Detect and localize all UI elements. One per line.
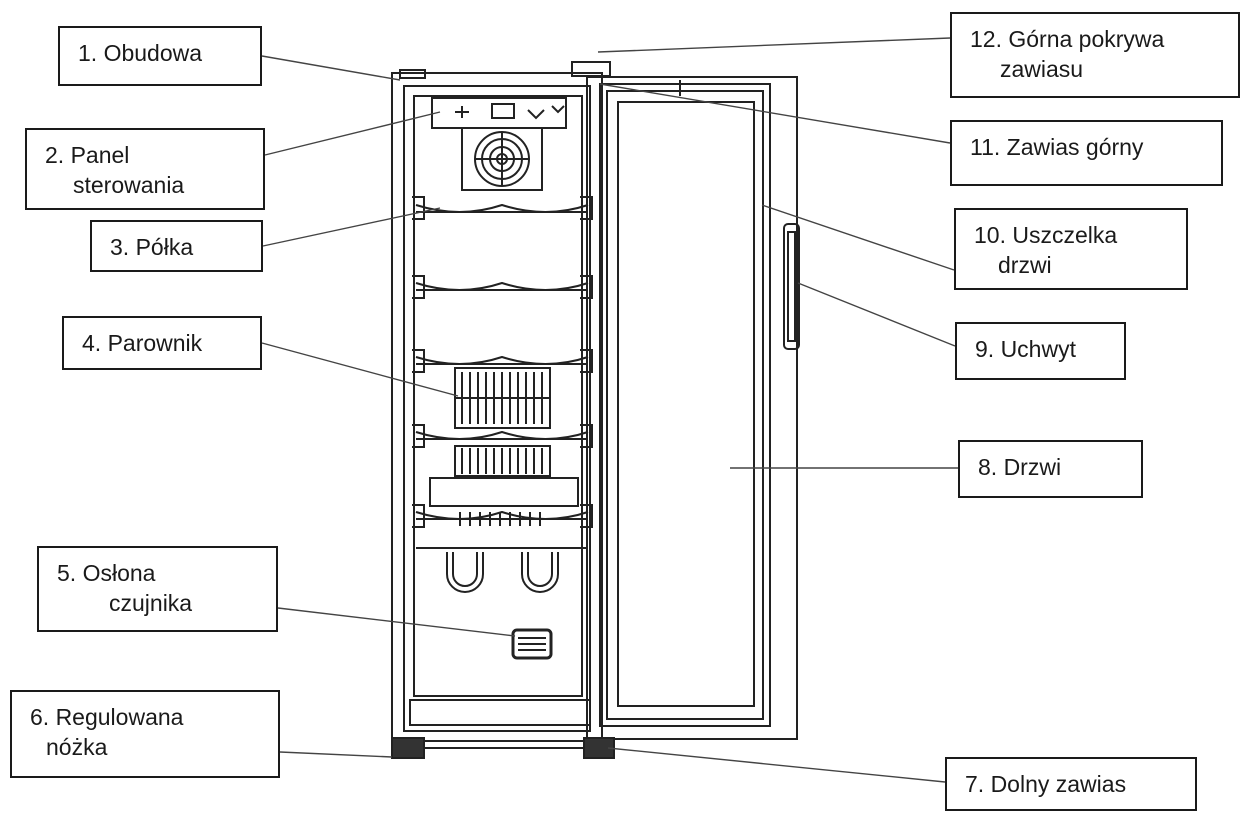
leader-lines bbox=[261, 37, 958, 783]
sensor-cover bbox=[511, 628, 553, 660]
bottom-loops bbox=[446, 552, 559, 593]
control-panel bbox=[431, 97, 567, 129]
label-7-bottom-hinge: 7. Dolny zawias bbox=[945, 757, 1197, 811]
label-6-adjustable-foot: 6. Regulowana nóżka bbox=[10, 690, 280, 778]
label-3-shelf: 3. Półka bbox=[90, 220, 263, 272]
shelves bbox=[412, 196, 593, 549]
evaporator bbox=[429, 367, 579, 526]
label-4-evaporator: 4. Parownik bbox=[62, 316, 262, 370]
cabinet-body bbox=[391, 69, 603, 742]
label-5-sensor-cover: 5. Osłona czujnika bbox=[37, 546, 278, 632]
label-12-top-hinge-cover: 12. Górna pokrywa zawiasu bbox=[950, 12, 1240, 98]
feet bbox=[391, 737, 615, 759]
label-11-top-hinge: 11. Zawias górny bbox=[950, 120, 1223, 186]
label-8-door: 8. Drzwi bbox=[958, 440, 1143, 498]
label-10-door-gasket: 10. Uszczelka drzwi bbox=[954, 208, 1188, 290]
label-1-cabinet: 1. Obudowa bbox=[58, 26, 262, 86]
label-9-handle: 9. Uchwyt bbox=[955, 322, 1126, 380]
handle bbox=[783, 223, 800, 350]
label-2-control-panel: 2. Panel sterowania bbox=[25, 128, 265, 210]
door bbox=[571, 61, 798, 740]
fan bbox=[461, 127, 543, 191]
